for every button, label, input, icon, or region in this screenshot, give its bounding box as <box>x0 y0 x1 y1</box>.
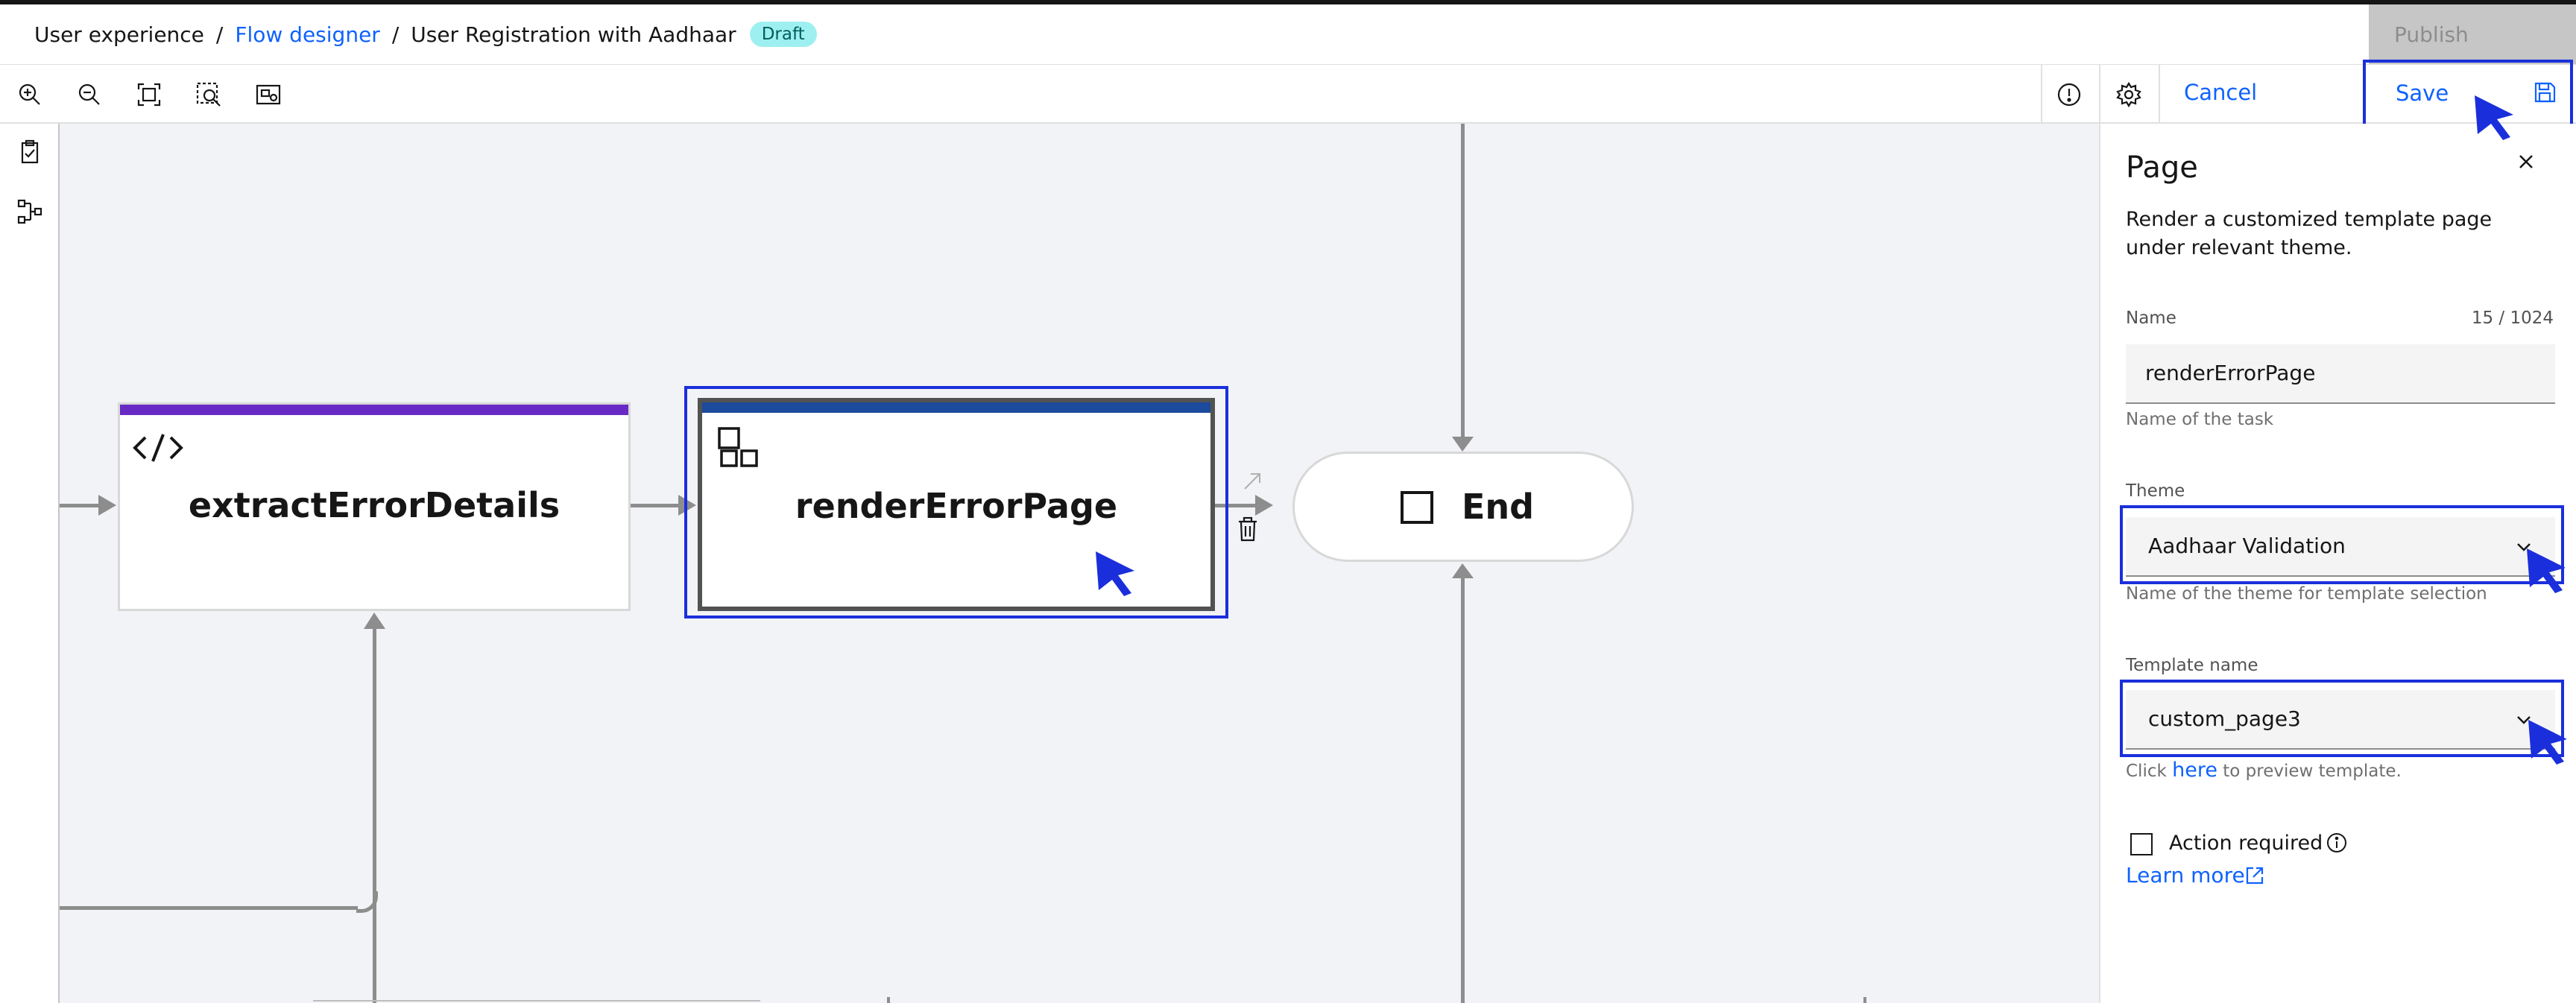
template-helper-prefix: Click <box>2126 762 2167 781</box>
template-helper-text: Click here to preview template. <box>2126 759 2402 782</box>
node-title: End <box>1462 487 1535 527</box>
name-char-count: 15 / 1024 <box>2471 309 2554 328</box>
theme-select[interactable]: Aadhaar Validation <box>2126 517 2555 577</box>
breadcrumb-item-current: User Registration with Aadhaar <box>411 22 736 47</box>
template-name-select[interactable]: custom_page3 <box>2126 690 2555 750</box>
node-render-error-page[interactable]: renderErrorPage <box>698 398 1215 611</box>
theme-helper-text: Name of the theme for template selection <box>2126 584 2487 604</box>
breadcrumb-separator: / <box>215 22 224 47</box>
properties-panel: Page Render a customized template page u… <box>2099 124 2576 1003</box>
chevron-down-icon <box>2513 709 2534 730</box>
page-template-icon <box>717 426 760 469</box>
theme-label: Theme <box>2126 481 2185 501</box>
delete-icon[interactable] <box>1236 516 1260 542</box>
fit-to-screen-icon[interactable] <box>136 81 162 108</box>
breadcrumb-item-flow-designer[interactable]: Flow designer <box>235 22 380 47</box>
chevron-down-icon <box>2513 537 2534 557</box>
settings-icon[interactable] <box>2115 81 2142 108</box>
template-helper-suffix: to preview template. <box>2223 762 2402 781</box>
top-border <box>0 0 2576 4</box>
name-label: Name <box>2126 309 2176 328</box>
save-button-label: Save <box>2396 80 2449 106</box>
connector-arrowheads <box>98 437 1474 629</box>
connector <box>1863 997 1866 1003</box>
pointer-cursor-icon <box>2528 720 2567 765</box>
name-field[interactable]: renderErrorPage <box>2126 344 2555 404</box>
node-accent-bar <box>702 402 1210 413</box>
external-link-icon[interactable] <box>2244 864 2266 887</box>
stop-icon <box>1399 490 1435 525</box>
toolbar-divider <box>2099 65 2100 123</box>
connector <box>1212 504 1257 507</box>
connector <box>1461 124 1465 437</box>
warning-icon[interactable] <box>2056 81 2083 108</box>
flow-tree-icon[interactable] <box>16 198 43 225</box>
connector <box>313 1000 760 1002</box>
preview-template-link[interactable]: here <box>2172 759 2217 782</box>
zoom-area-icon[interactable] <box>195 81 222 108</box>
toolbar: Cancel <box>0 64 2576 124</box>
save-button[interactable]: Save <box>2363 60 2573 128</box>
connector <box>373 620 376 1003</box>
node-end[interactable]: End <box>1292 452 1634 562</box>
node-title: renderErrorPage <box>795 486 1118 526</box>
save-icon <box>2531 79 2558 106</box>
pointer-cursor-icon <box>1096 551 1134 596</box>
panel-title: Page <box>2126 151 2198 185</box>
breadcrumb-separator: / <box>391 22 400 47</box>
zoom-in-icon[interactable] <box>16 81 43 108</box>
toolbar-divider <box>2041 65 2042 123</box>
action-required-label: Action required <box>2169 832 2323 855</box>
node-accent-bar <box>120 405 628 415</box>
connector-curve <box>356 891 378 913</box>
name-field-value: renderErrorPage <box>2145 361 2316 385</box>
theme-select-highlight <box>2120 505 2564 584</box>
toolbar-divider <box>2159 65 2160 123</box>
panel-description: Render a customized template page under … <box>2126 208 2493 259</box>
name-helper-text: Name of the task <box>2126 410 2274 429</box>
pointer-cursor-icon <box>2527 548 2566 593</box>
action-required-checkbox[interactable] <box>2130 833 2153 855</box>
node-selection-highlight <box>684 386 1228 618</box>
template-name-label: Template name <box>2126 656 2258 675</box>
template-name-select-value: custom_page3 <box>2148 706 2301 731</box>
checklist-icon[interactable] <box>16 139 43 165</box>
node-extract-error-details[interactable]: extractErrorDetails <box>118 402 631 611</box>
zoom-out-icon[interactable] <box>76 81 103 108</box>
breadcrumb: User experience / Flow designer / User R… <box>34 18 817 51</box>
connector <box>887 997 890 1003</box>
minimap-icon[interactable] <box>255 81 282 108</box>
connector <box>60 504 104 507</box>
learn-more-link[interactable]: Learn more <box>2126 863 2245 887</box>
status-badge: Draft <box>749 22 817 47</box>
pointer-cursor-icon <box>2475 95 2513 140</box>
connector <box>60 906 358 910</box>
publish-button[interactable]: Publish <box>2369 4 2576 64</box>
flow-canvas[interactable]: extractErrorDetails renderErrorPage End <box>60 124 2099 1003</box>
close-icon[interactable] <box>2515 151 2537 173</box>
breadcrumb-item-user-experience[interactable]: User experience <box>34 22 204 47</box>
node-title: extractErrorDetails <box>188 485 561 525</box>
theme-select-value: Aadhaar Validation <box>2148 534 2346 558</box>
code-icon <box>132 430 184 466</box>
left-rail <box>0 124 60 1003</box>
connector <box>631 504 680 507</box>
info-icon[interactable] <box>2326 832 2348 854</box>
cancel-button[interactable]: Cancel <box>2184 80 2258 105</box>
template-name-select-highlight <box>2120 680 2564 757</box>
connector <box>1461 571 1465 1003</box>
